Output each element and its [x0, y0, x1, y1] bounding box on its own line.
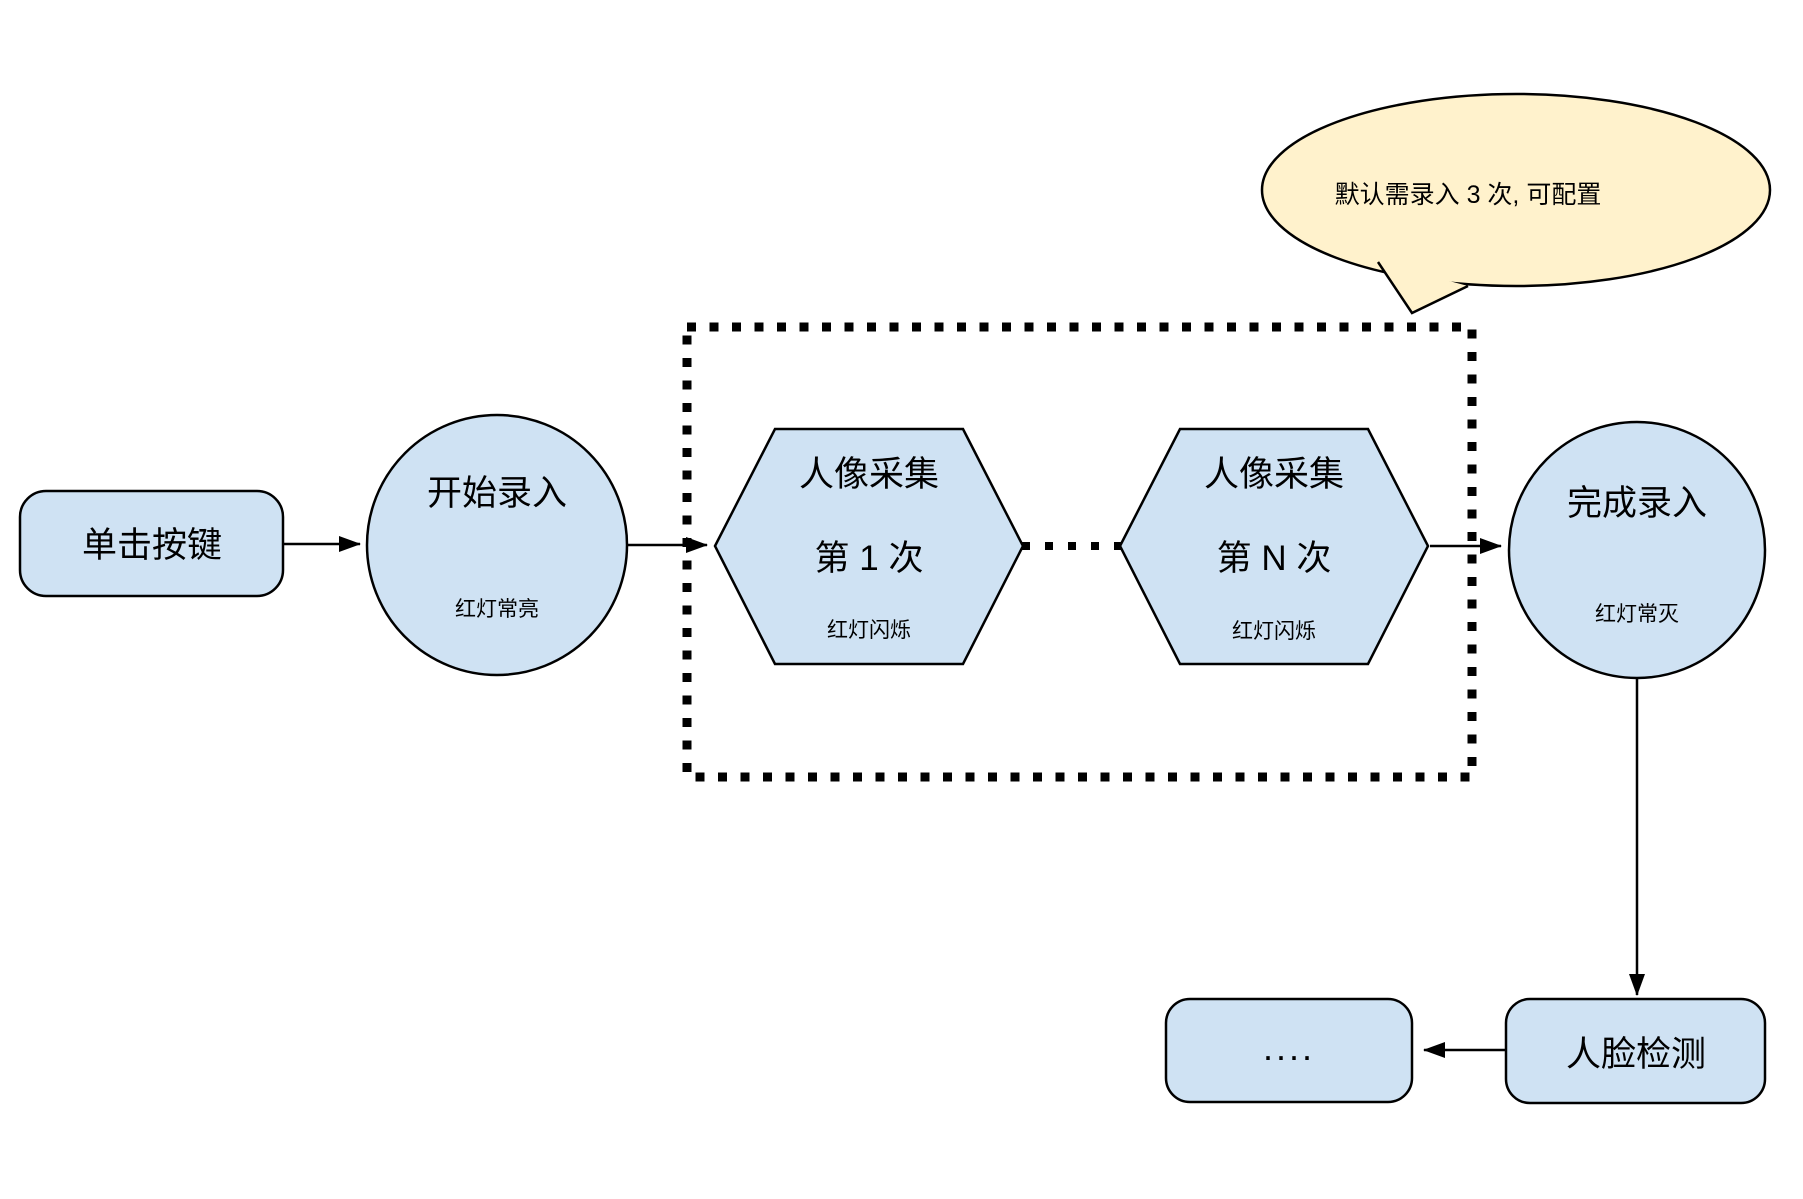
- face-detection-shape: [1504, 997, 1767, 1105]
- click-button-label: 单击按键: [82, 526, 222, 565]
- click-button-node: 单击按键: [18, 489, 285, 598]
- start-entry-shape: [365, 413, 629, 677]
- callout-bubble: 默认需录入 3 次, 可配置: [1260, 92, 1772, 315]
- finish-entry-label: 完成录入: [1567, 484, 1707, 523]
- click-button-shape: [18, 489, 285, 598]
- callout-bubble-tail: [1376, 261, 1469, 315]
- capture-first-node: 人像采集 第 1 次 红灯闪烁: [713, 427, 1025, 666]
- callout-bubble-ellipse: [1260, 92, 1772, 288]
- capture-first-shape: [713, 427, 1025, 666]
- more-steps-label: ....: [1263, 1027, 1315, 1068]
- start-entry-node: 开始录入 红灯常亮: [365, 413, 629, 677]
- loop-region-dotted-border: [682, 322, 1477, 782]
- capture-first-label: 人像采集: [799, 455, 939, 494]
- capture-nth-label: 人像采集: [1204, 455, 1344, 494]
- capture-first-sequence: 第 1 次: [815, 539, 924, 578]
- callout-text: 默认需录入 3 次, 可配置: [1335, 181, 1602, 209]
- face-detection-label: 人脸检测: [1566, 1035, 1706, 1074]
- more-steps-node: ....: [1164, 997, 1414, 1104]
- capture-nth-sequence: 第 N 次: [1217, 539, 1332, 578]
- capture-nth-shape: [1118, 427, 1430, 666]
- capture-nth-node: 人像采集 第 N 次 红灯闪烁: [1118, 427, 1430, 666]
- start-entry-label: 开始录入: [427, 474, 567, 513]
- start-entry-status: 红灯常亮: [455, 598, 539, 621]
- finish-entry-shape: [1507, 420, 1767, 680]
- finish-entry-node: 完成录入 红灯常灭: [1507, 420, 1767, 680]
- capture-nth-status: 红灯闪烁: [1232, 620, 1316, 643]
- capture-first-status: 红灯闪烁: [827, 619, 911, 642]
- face-detection-node: 人脸检测: [1504, 997, 1767, 1105]
- more-steps-shape: [1164, 997, 1414, 1104]
- finish-entry-status: 红灯常灭: [1595, 603, 1679, 626]
